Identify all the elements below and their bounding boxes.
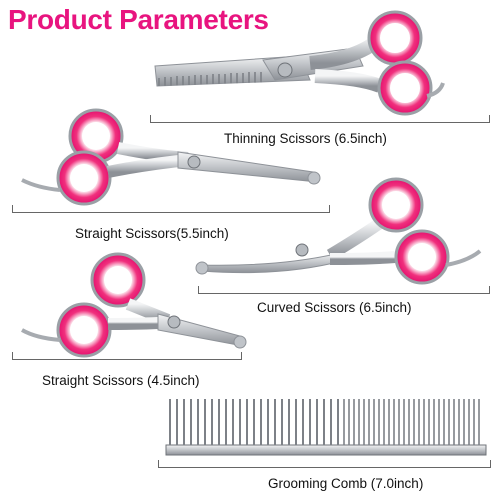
grooming-comb-label: Grooming Comb (7.0inch) (268, 476, 424, 491)
thinning-scissors-image (154, 10, 445, 116)
curved-scissors-label: Curved Scissors (6.5inch) (257, 300, 412, 315)
straight-45-bracket (12, 352, 242, 360)
comb-bracket (158, 460, 491, 468)
straight-scissors-45-image (21, 252, 247, 358)
straight-55-bracket (12, 205, 330, 213)
curved-scissors-image (195, 177, 482, 285)
curved-bracket (198, 286, 490, 294)
straight-scissors-55-label: Straight Scissors(5.5inch) (75, 226, 229, 241)
thinning-scissors-label: Thinning Scissors (6.5inch) (224, 131, 387, 146)
straight-scissors-45-label: Straight Scissors (4.5inch) (42, 373, 200, 388)
grooming-comb-image (165, 399, 487, 456)
straight-scissors-55-image (21, 108, 321, 206)
page-title: Product Parameters (8, 4, 269, 35)
thinning-bracket (150, 115, 490, 123)
